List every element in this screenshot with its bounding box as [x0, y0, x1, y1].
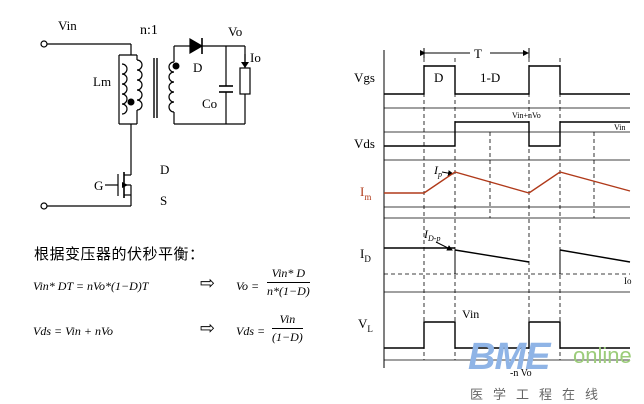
equation-1-denominator: n*(1−D) — [267, 284, 310, 298]
vds-low-label: Vin — [614, 123, 626, 132]
vo-label: Vo — [228, 24, 242, 39]
source-label: S — [160, 193, 167, 208]
co-label: Co — [202, 96, 217, 111]
diode-label: D — [193, 60, 202, 75]
load-resistor — [239, 67, 251, 95]
vl-waveform — [384, 321, 630, 349]
vl-label: VL — [358, 316, 373, 334]
equation-1-fraction: Vin* D n*(1−D) — [267, 266, 310, 299]
vgs-label: Vgs — [354, 70, 375, 85]
primary-coil — [136, 59, 143, 111]
bme-logo: BME — [468, 336, 550, 378]
timing-waveforms: T D 1-D Vgs Vds Vin+nVo Vin Im Ip ID ID-… — [354, 46, 632, 379]
io-line-label: Io — [624, 276, 632, 286]
period-label: T — [474, 46, 482, 61]
vin-label: Vin — [58, 18, 77, 33]
equation-2-fraction: Vin (1−D) — [272, 312, 303, 345]
vl-high-label: Vin — [462, 307, 479, 321]
secondary-coil — [168, 61, 175, 113]
im-label: Im — [360, 184, 371, 202]
io-label: Io — [250, 50, 261, 65]
ratio-label: n:1 — [140, 23, 158, 38]
equation-1-numerator: Vin* D — [267, 266, 310, 283]
volt-second-balance-title: 根据变压器的伏秒平衡： — [34, 245, 205, 263]
id-label: ID — [360, 246, 371, 264]
vds-waveform — [384, 121, 630, 147]
vin-terminal — [40, 40, 48, 48]
vds-label: Vds — [354, 136, 375, 151]
ip-label: Ip — [433, 163, 442, 179]
equation-1-result-lhs: Vo = — [236, 279, 260, 293]
gate-label: G — [94, 178, 103, 193]
off-time-label: 1-D — [480, 70, 500, 85]
equation-2-denominator: (1−D) — [272, 330, 303, 344]
equation-2-numerator: Vin — [272, 312, 303, 329]
vds-high-label: Vin+nVo — [512, 111, 541, 120]
primary-dot — [127, 98, 135, 106]
vgs-waveform — [384, 65, 630, 95]
drain-label: D — [160, 162, 169, 177]
secondary-dot — [172, 62, 180, 70]
on-time-label: D — [434, 70, 443, 85]
lm-label: Lm — [93, 74, 111, 89]
logo-subtitle: 医学工程在线 — [470, 388, 609, 403]
equation-1-arrow: ⇨ — [200, 273, 216, 294]
output-diode — [189, 37, 204, 55]
idp-label: ID-p — [423, 227, 440, 243]
equation-1-lhs: Vin* DT = nVo*(1−D)T — [33, 279, 149, 293]
im-waveform — [384, 171, 631, 194]
lm-coil — [121, 63, 128, 115]
vl-low-label: -n Vo — [510, 368, 532, 379]
logo-online-text: online — [573, 343, 632, 368]
equation-2-arrow: ⇨ — [200, 318, 216, 339]
equation-2-result-lhs: Vds = — [236, 324, 266, 338]
ground-terminal — [40, 202, 48, 210]
flyback-circuit: Vin n:1 Lm Vo Io Co D G D S — [40, 18, 261, 210]
equation-2-lhs: Vds = Vin + nVo — [33, 324, 113, 338]
